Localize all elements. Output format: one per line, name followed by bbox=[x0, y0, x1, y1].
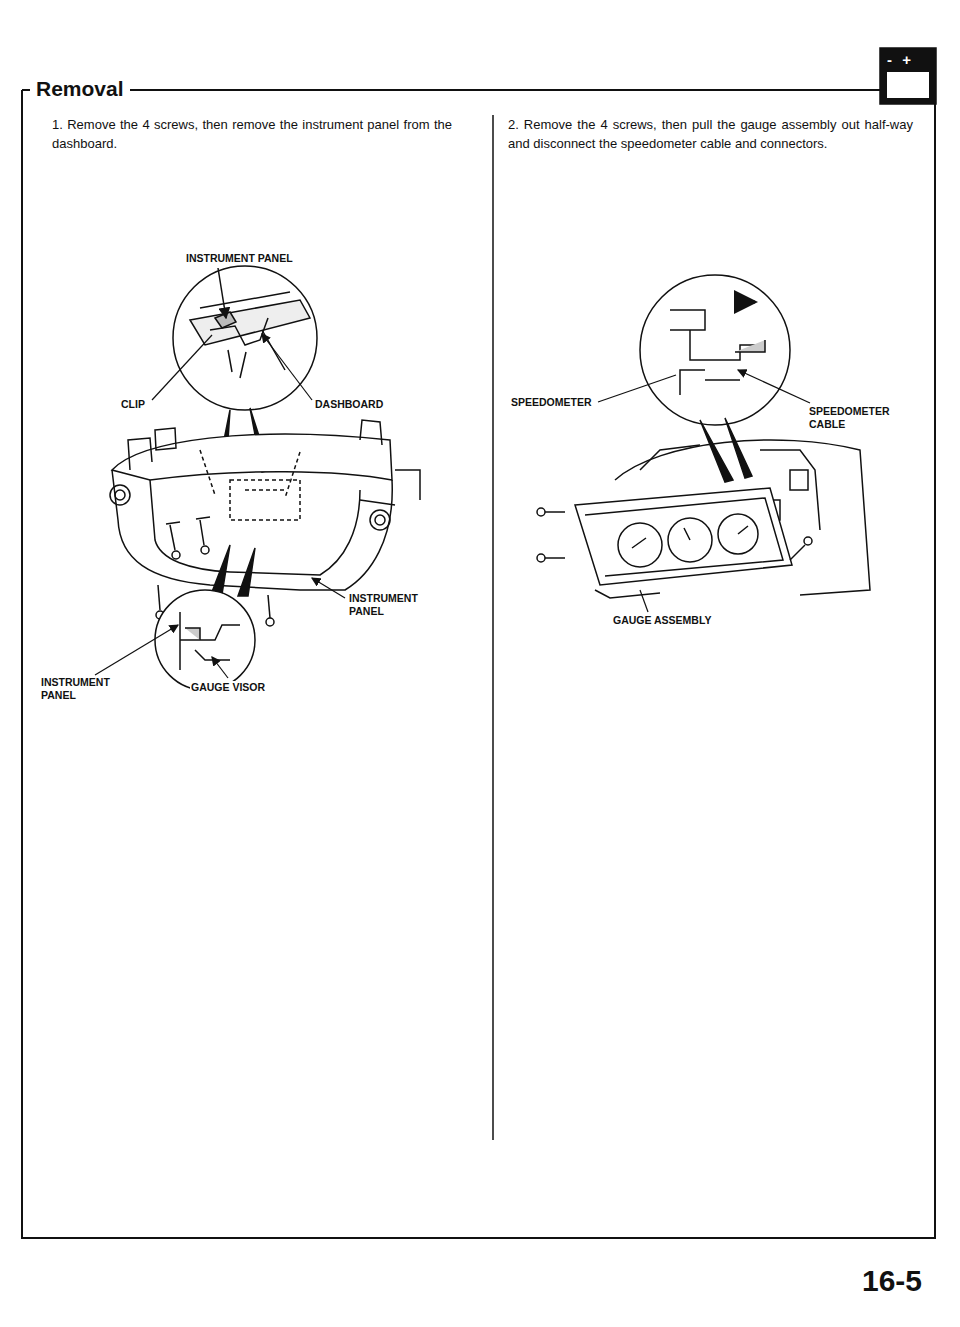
part-label: GAUGE ASSEMBLY bbox=[612, 614, 712, 627]
part-label: INSTRUMENT PANEL bbox=[185, 252, 294, 265]
step-text: 2. Remove the 4 screws, then pull the ga… bbox=[508, 116, 913, 154]
step-text: 1. Remove the 4 screws, then remove the … bbox=[52, 116, 452, 154]
detail-circle bbox=[640, 275, 790, 425]
screw bbox=[537, 508, 812, 562]
battery-icon bbox=[880, 48, 936, 104]
column-divider bbox=[492, 115, 494, 1140]
battery-icon-text: - + bbox=[887, 51, 914, 70]
page-frame bbox=[22, 90, 935, 1238]
part-label: INSTRUMENT PANEL bbox=[348, 592, 435, 618]
section-heading: Removal bbox=[30, 76, 130, 102]
detail-circle bbox=[173, 266, 317, 410]
part-label: INSTRUMENT PANEL bbox=[40, 676, 127, 702]
part-label: DASHBOARD bbox=[314, 398, 384, 411]
detail-circle bbox=[155, 590, 255, 690]
part-label: SPEEDOMETER bbox=[510, 396, 593, 409]
part-label: CLIP bbox=[120, 398, 146, 411]
part-label: SPEEDOMETER CABLE bbox=[808, 405, 890, 431]
heading-rule bbox=[22, 89, 880, 91]
gauge-assembly bbox=[575, 488, 792, 585]
part-label: GAUGE VISOR bbox=[190, 681, 266, 694]
page-number: 16-5 bbox=[862, 1262, 922, 1300]
